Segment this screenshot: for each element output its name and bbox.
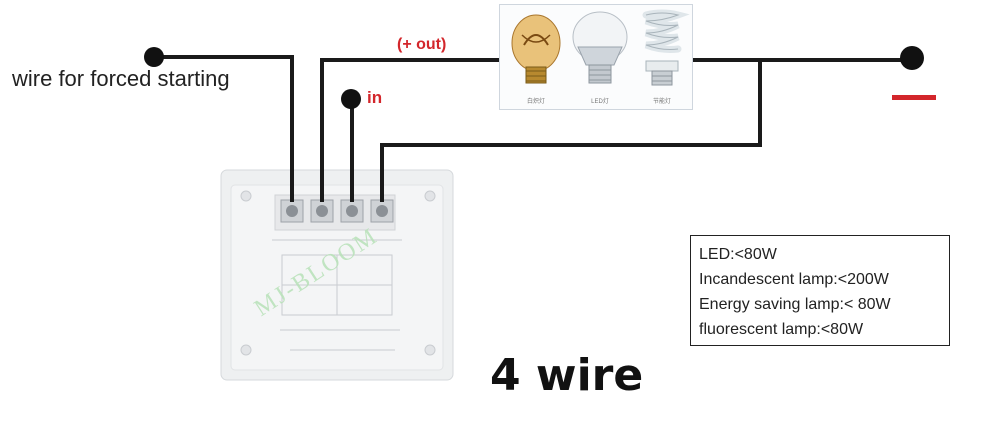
- lamp-caption-cfl: 节能灯: [652, 99, 671, 105]
- minus-terminal-dot: [900, 46, 924, 70]
- terminal-block: [280, 199, 394, 223]
- switch-device: [220, 169, 454, 381]
- incandescent-bulb-icon: [511, 14, 561, 84]
- diagram-title: 4 wire: [490, 350, 644, 401]
- spec-line-energy-saving: Energy saving lamp:< 80W: [699, 296, 891, 313]
- led-bulb-icon: [572, 11, 628, 84]
- forced-start-terminal-dot: [144, 47, 164, 67]
- spec-line-led: LED:<80W: [699, 246, 777, 263]
- forced-start-label: wire for forced starting: [12, 66, 230, 91]
- spec-box: LED:<80W Incandescent lamp:<200W Energy …: [690, 235, 950, 346]
- in-terminal-dot: [341, 89, 361, 109]
- cfl-bulb-icon: [642, 9, 690, 86]
- lamp-caption-led: LED灯: [591, 99, 609, 105]
- minus-symbol: [892, 95, 936, 100]
- spec-line-fluorescent: fluorescent lamp:<80W: [699, 321, 864, 338]
- wires: [152, 55, 914, 202]
- out-label: (+ out): [397, 36, 447, 53]
- spec-line-incandescent: Incandescent lamp:<200W: [699, 271, 889, 288]
- lamp-caption-incandescent: 白炽灯: [526, 99, 545, 105]
- in-label: in: [367, 88, 383, 107]
- lamp-panel: 白炽灯 LED灯 节能灯: [499, 4, 693, 110]
